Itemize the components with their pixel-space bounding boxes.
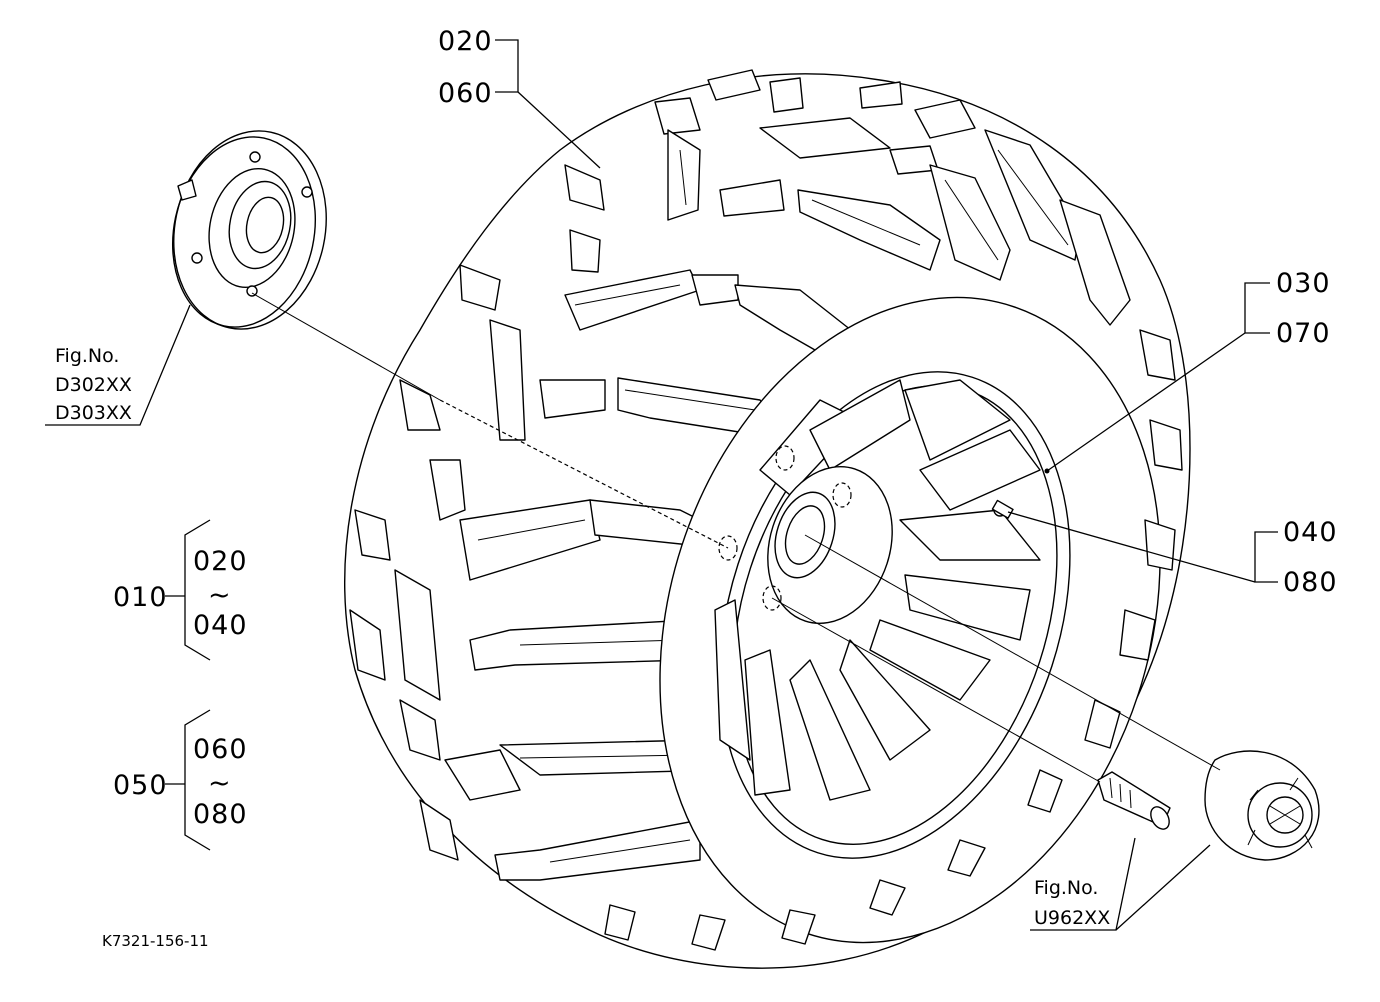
center-cap bbox=[1204, 750, 1320, 861]
cap-fig-ref-1: U962XX bbox=[1034, 907, 1110, 929]
cap-fig-label: Fig.No. bbox=[1034, 877, 1098, 899]
hub-fig-label: Fig.No. bbox=[55, 345, 119, 367]
tread-detail-lines bbox=[477, 149, 1069, 863]
callout-040-right: 040 bbox=[1283, 517, 1338, 548]
callout-070: 070 bbox=[1276, 318, 1331, 349]
callout-050: 050 bbox=[113, 770, 168, 801]
drawing-code: K7321-156-11 bbox=[102, 932, 209, 950]
tread-lugs bbox=[349, 69, 1131, 881]
wheel-hub-part bbox=[171, 130, 327, 330]
callout-050-tilde: ~ bbox=[208, 768, 232, 799]
callout-010: 010 bbox=[113, 582, 168, 613]
figure-references: Fig.No. D302XX D303XX Fig.No. U962XX bbox=[55, 345, 1110, 929]
callout-030: 030 bbox=[1276, 268, 1331, 299]
callout-050-range-end: 080 bbox=[193, 799, 248, 830]
wheel-rim bbox=[714, 371, 1071, 859]
leader-lines bbox=[45, 39, 1278, 931]
callout-060-top: 060 bbox=[438, 78, 493, 109]
rim-spokes bbox=[714, 379, 1041, 801]
wheel-bolt bbox=[1097, 771, 1171, 830]
hub-fig-ref-1: D302XX bbox=[55, 374, 132, 396]
callout-010-tilde: ~ bbox=[208, 580, 232, 611]
callout-020-top: 020 bbox=[438, 26, 493, 57]
callout-080-right: 080 bbox=[1283, 567, 1338, 598]
callout-010-range-start: 020 bbox=[193, 546, 248, 577]
valve-stem bbox=[991, 499, 1014, 519]
callout-050-range-start: 060 bbox=[193, 734, 248, 765]
hub-fig-ref-2: D303XX bbox=[55, 402, 132, 424]
callout-010-range-end: 040 bbox=[193, 610, 248, 641]
callout-labels: 020 060 030 070 040 080 010 020 ~ 040 05… bbox=[113, 26, 1338, 830]
